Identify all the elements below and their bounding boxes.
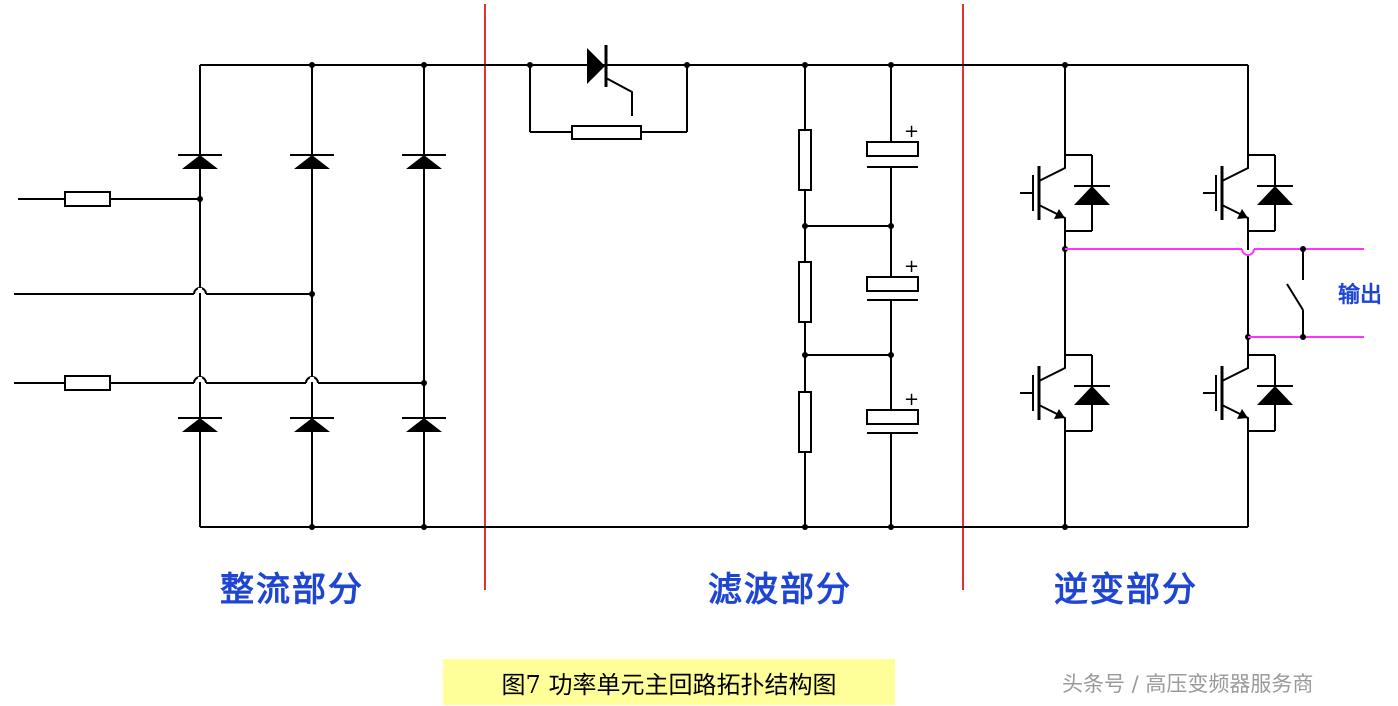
- diode-icon: [289, 154, 335, 170]
- igbt-icon: [1018, 153, 1112, 233]
- diode-icon: [177, 154, 223, 170]
- resistor-icon: [798, 129, 812, 191]
- watermark: 头条号 / 高压变频器服务商: [1062, 672, 1314, 696]
- filter-label: 滤波部分: [708, 570, 852, 610]
- resistor-icon: [798, 391, 812, 453]
- resistor-icon: [571, 125, 642, 140]
- switch-icon: [1286, 249, 1304, 337]
- rectifier-label: 整流部分: [220, 570, 364, 610]
- capacitor-icon: +: [866, 256, 919, 301]
- svg-text:+: +: [904, 389, 919, 410]
- figure-caption: 图7 功率单元主回路拓扑结构图: [443, 659, 895, 705]
- fuse-icon: [64, 191, 111, 207]
- igbt-icon: [1201, 353, 1295, 433]
- capacitor-icon: +: [866, 389, 919, 434]
- fuse-icon: [64, 375, 111, 391]
- igbt-icon: [1201, 153, 1295, 233]
- svg-text:+: +: [904, 256, 919, 277]
- resistor-icon: [798, 261, 812, 323]
- svg-text:+: +: [904, 121, 919, 142]
- diode-icon: [289, 417, 335, 433]
- output-label: 输出: [1338, 282, 1382, 308]
- diode-icon: [177, 417, 223, 433]
- inverter-label: 逆变部分: [1054, 570, 1198, 610]
- diode-icon: [401, 154, 447, 170]
- thyristor-icon: [587, 45, 633, 116]
- diode-icon: [401, 417, 447, 433]
- output-wires: [1065, 248, 1364, 338]
- igbt-icon: [1018, 353, 1112, 433]
- capacitor-icon: +: [866, 121, 919, 168]
- inverter-section: [1064, 65, 1249, 527]
